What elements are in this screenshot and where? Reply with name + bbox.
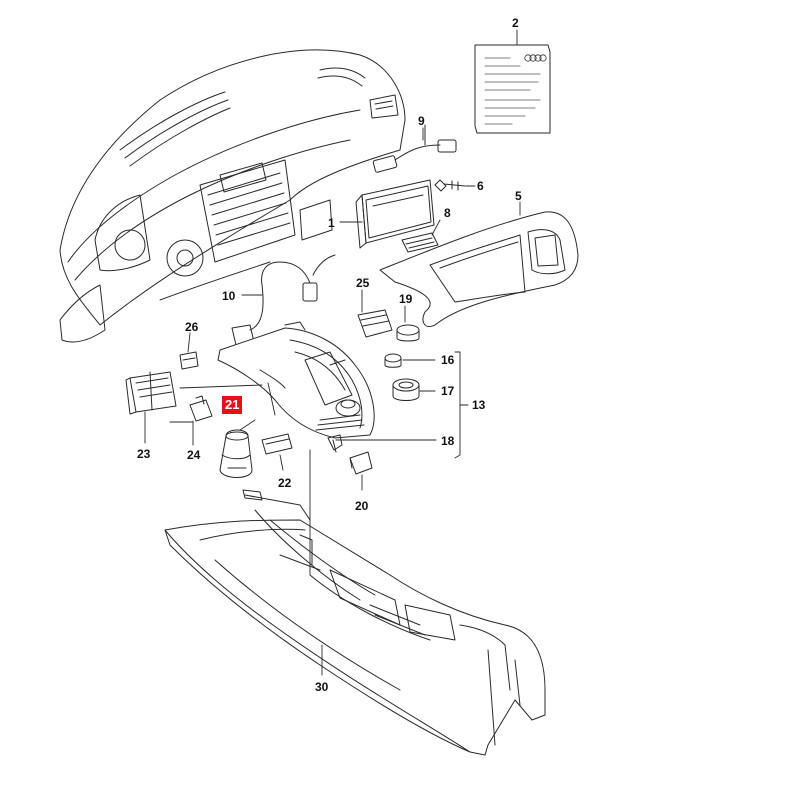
part-label-18: 18 bbox=[441, 434, 455, 448]
part-label-2: 2 bbox=[512, 16, 519, 30]
console-bezel bbox=[217, 321, 375, 439]
knob-17 bbox=[392, 378, 420, 401]
part-label-9: 9 bbox=[418, 114, 425, 128]
part-label-24: 24 bbox=[187, 448, 201, 462]
part-label-13: 13 bbox=[472, 398, 486, 412]
part-label-26: 26 bbox=[185, 320, 199, 334]
part-label-6: 6 bbox=[477, 179, 484, 193]
clip-18 bbox=[327, 434, 343, 453]
center-console bbox=[164, 489, 546, 756]
part-label-5: 5 bbox=[515, 189, 522, 203]
part-label-17: 17 bbox=[441, 384, 455, 398]
clip-20 bbox=[349, 451, 373, 475]
display-unit bbox=[355, 179, 435, 249]
screw-6 bbox=[434, 179, 466, 192]
rings-logo-icon bbox=[524, 54, 547, 62]
part-label-8: 8 bbox=[444, 206, 451, 220]
button-16 bbox=[384, 353, 402, 368]
part-label-22: 22 bbox=[278, 476, 292, 490]
trim-panel bbox=[379, 211, 579, 327]
cable-10 bbox=[224, 254, 336, 353]
leader-lines bbox=[144, 29, 521, 676]
clip-26 bbox=[179, 351, 199, 370]
dashboard-outline bbox=[59, 49, 406, 343]
part-label-19: 19 bbox=[399, 292, 413, 306]
part-label-10: 10 bbox=[222, 289, 236, 303]
connector-22 bbox=[261, 433, 293, 455]
button-24 bbox=[189, 395, 213, 422]
part-label-25: 25 bbox=[356, 276, 370, 290]
part-label-20: 20 bbox=[355, 499, 369, 513]
part-label-16: 16 bbox=[441, 353, 455, 367]
info-sheet bbox=[474, 44, 551, 134]
part-label-1: 1 bbox=[328, 216, 335, 230]
switch-block-23 bbox=[125, 371, 177, 415]
connector-8 bbox=[401, 232, 439, 253]
part-label-21-highlighted: 21 bbox=[222, 396, 243, 414]
cable-9 bbox=[372, 124, 457, 173]
part-label-23: 23 bbox=[137, 447, 151, 461]
switch-25 bbox=[357, 309, 393, 338]
knob-19 bbox=[396, 324, 420, 342]
gear-knob-21 bbox=[219, 429, 253, 478]
part-label-30: 30 bbox=[315, 680, 329, 694]
